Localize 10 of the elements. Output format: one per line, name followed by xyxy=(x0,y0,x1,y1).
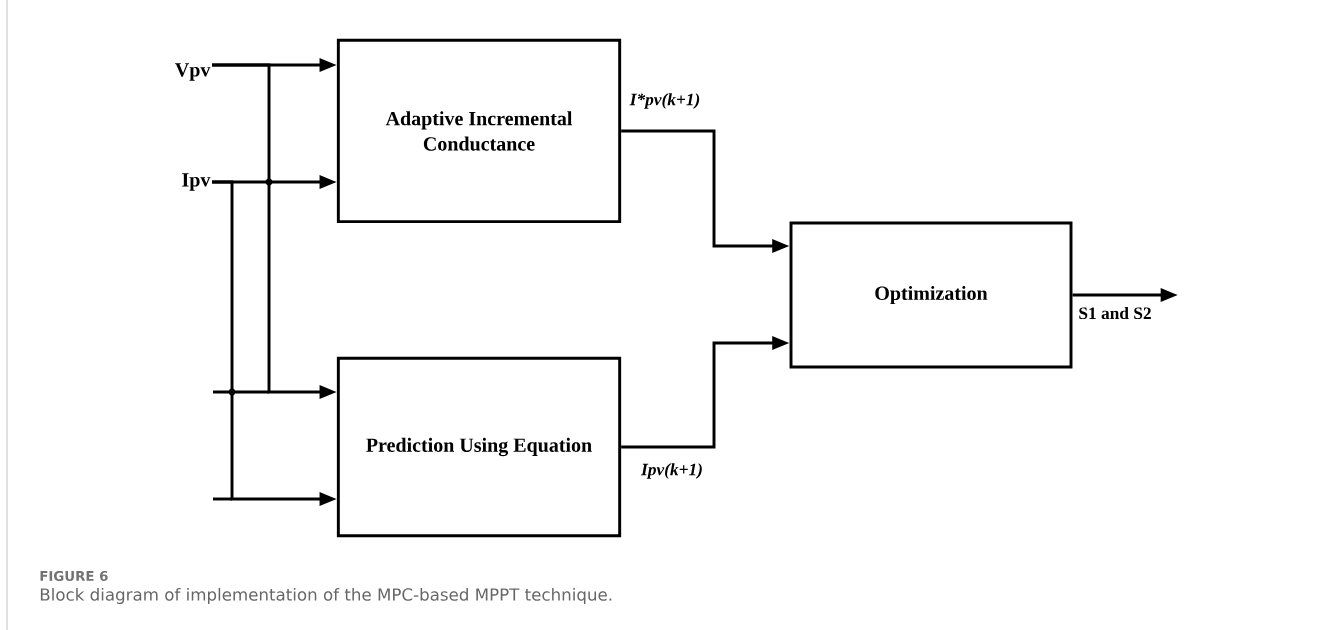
process-box: Optimization xyxy=(789,221,1073,369)
figure-number: FIGURE 6 xyxy=(40,570,108,582)
input-label: Vpv xyxy=(175,63,211,81)
process-box: Prediction Using Equation xyxy=(336,356,622,538)
edge-label: I*pv(k+1) xyxy=(628,91,702,111)
process-box: Adaptive Incremental Conductance xyxy=(336,38,622,224)
edge-label: Ipv(k+1) xyxy=(639,461,705,481)
edge-label: S1 and S2 xyxy=(1077,305,1153,321)
input-label: Ipv xyxy=(182,173,211,191)
caption: Block diagram of implementation of the MPC-based MPPT technique. xyxy=(40,587,612,605)
